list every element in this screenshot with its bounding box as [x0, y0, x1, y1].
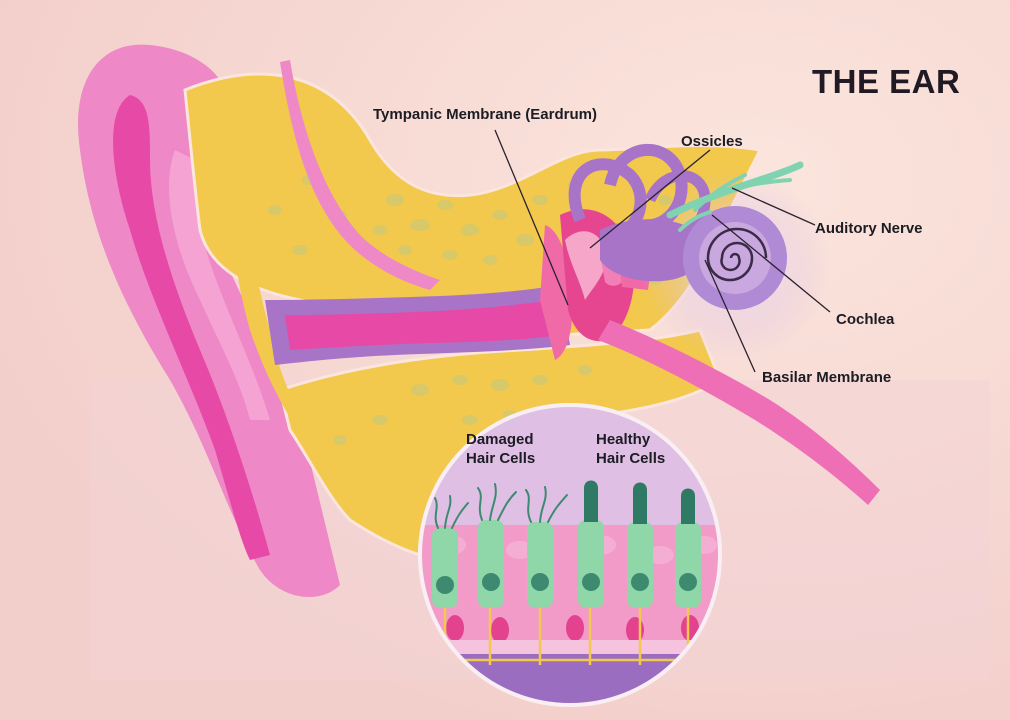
healthy-hair-cells: [578, 481, 701, 609]
label-damaged-hair-cells: Damaged Hair Cells: [466, 430, 535, 468]
label-healthy-line-1: Healthy: [596, 430, 665, 449]
label-healthy-hair-cells: Healthy Hair Cells: [596, 430, 665, 468]
diagram-title: THE EAR: [812, 63, 960, 101]
label-healthy-line-2: Hair Cells: [596, 449, 665, 468]
label-damaged-line-1: Damaged: [466, 430, 535, 449]
label-cochlea: Cochlea: [836, 311, 894, 329]
label-damaged-line-2: Hair Cells: [466, 449, 535, 468]
label-ossicles: Ossicles: [681, 133, 743, 151]
label-basilar-membrane: Basilar Membrane: [762, 369, 891, 387]
label-tympanic-membrane: Tympanic Membrane (Eardrum): [373, 106, 597, 124]
label-auditory-nerve: Auditory Nerve: [815, 220, 923, 238]
cochlea-core: [699, 222, 771, 294]
